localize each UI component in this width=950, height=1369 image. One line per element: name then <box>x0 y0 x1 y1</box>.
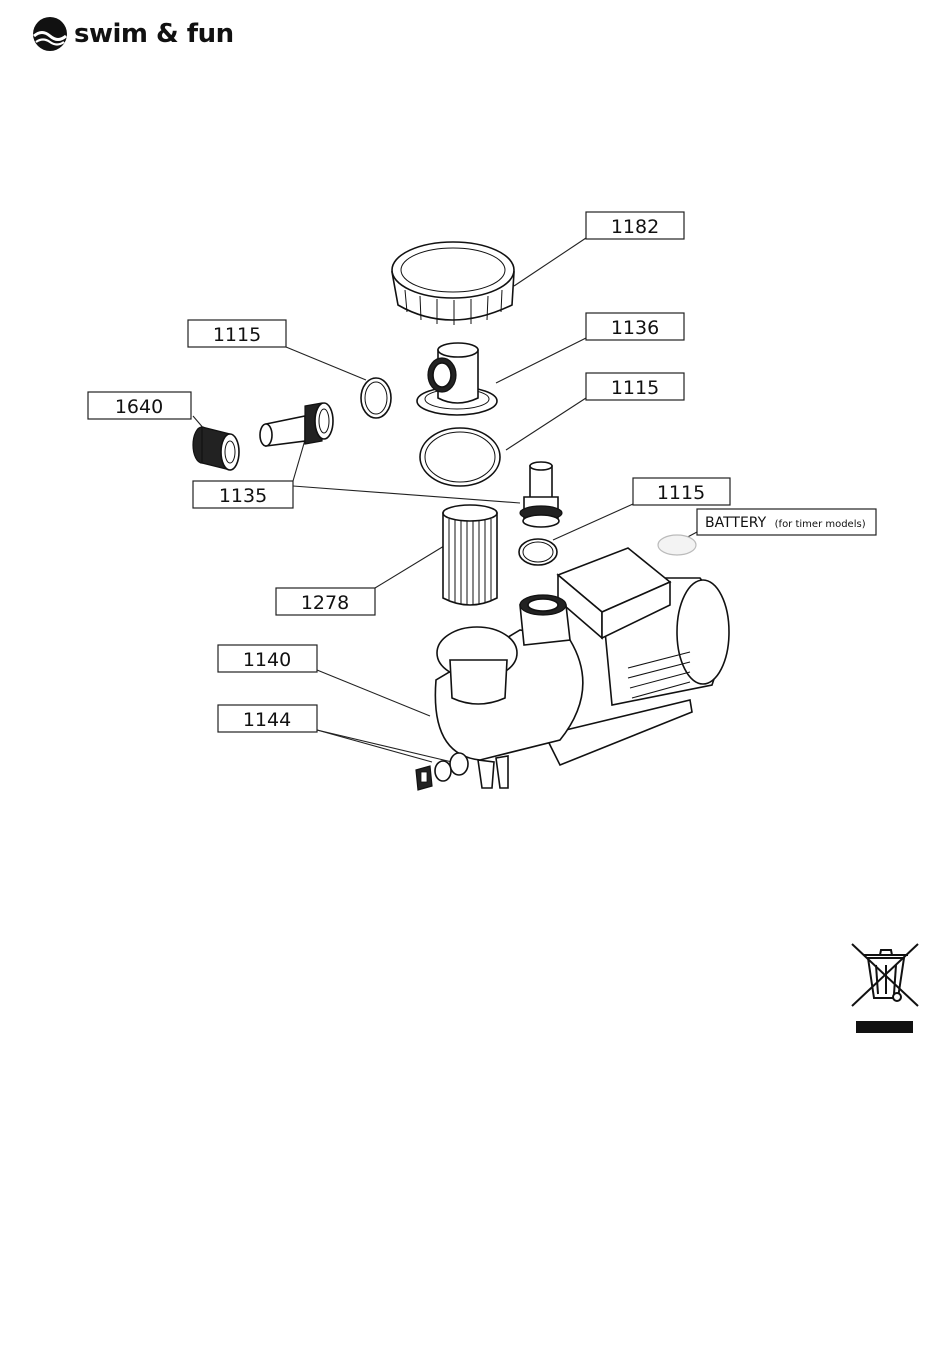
union-nut-part <box>193 427 239 470</box>
strainer-cap-part <box>392 242 514 325</box>
label-cap: 1182 <box>586 212 684 239</box>
oring-large-part <box>420 428 500 486</box>
label-battery: BATTERY (for timer models) <box>697 509 876 535</box>
svg-text:1135: 1135 <box>219 485 267 507</box>
label-lid-housing: 1136 <box>586 313 684 340</box>
label-drain-plug: 1144 <box>218 705 317 732</box>
label-basket: 1278 <box>276 588 375 615</box>
svg-text:1115: 1115 <box>657 482 705 504</box>
svg-text:1140: 1140 <box>243 649 291 671</box>
lid-housing-part <box>417 343 497 415</box>
strainer-basket-part <box>443 505 497 605</box>
weee-bar <box>856 1021 913 1033</box>
svg-text:1182: 1182 <box>611 216 659 238</box>
label-oring-mid: 1115 <box>586 373 684 400</box>
svg-text:1115: 1115 <box>611 377 659 399</box>
label-pump-body: 1140 <box>218 645 317 672</box>
svg-text:1136: 1136 <box>611 317 659 339</box>
center-adapter-part <box>520 462 562 527</box>
hose-adapter-part <box>260 403 333 446</box>
drain-plug-part <box>416 753 468 790</box>
oring-right-part <box>519 539 557 565</box>
battery-part <box>658 535 696 555</box>
svg-text:1115: 1115 <box>213 324 261 346</box>
svg-text:1278: 1278 <box>301 592 349 614</box>
crossed-out-wheelie-bin-icon <box>852 944 918 1006</box>
svg-text:1144: 1144 <box>243 709 291 731</box>
label-hose-adapter: 1135 <box>193 481 293 508</box>
label-oring-top-left: 1115 <box>188 320 286 347</box>
svg-text:1640: 1640 <box>115 396 163 418</box>
label-oring-right: 1115 <box>633 478 730 505</box>
label-union-nut: 1640 <box>88 392 191 419</box>
